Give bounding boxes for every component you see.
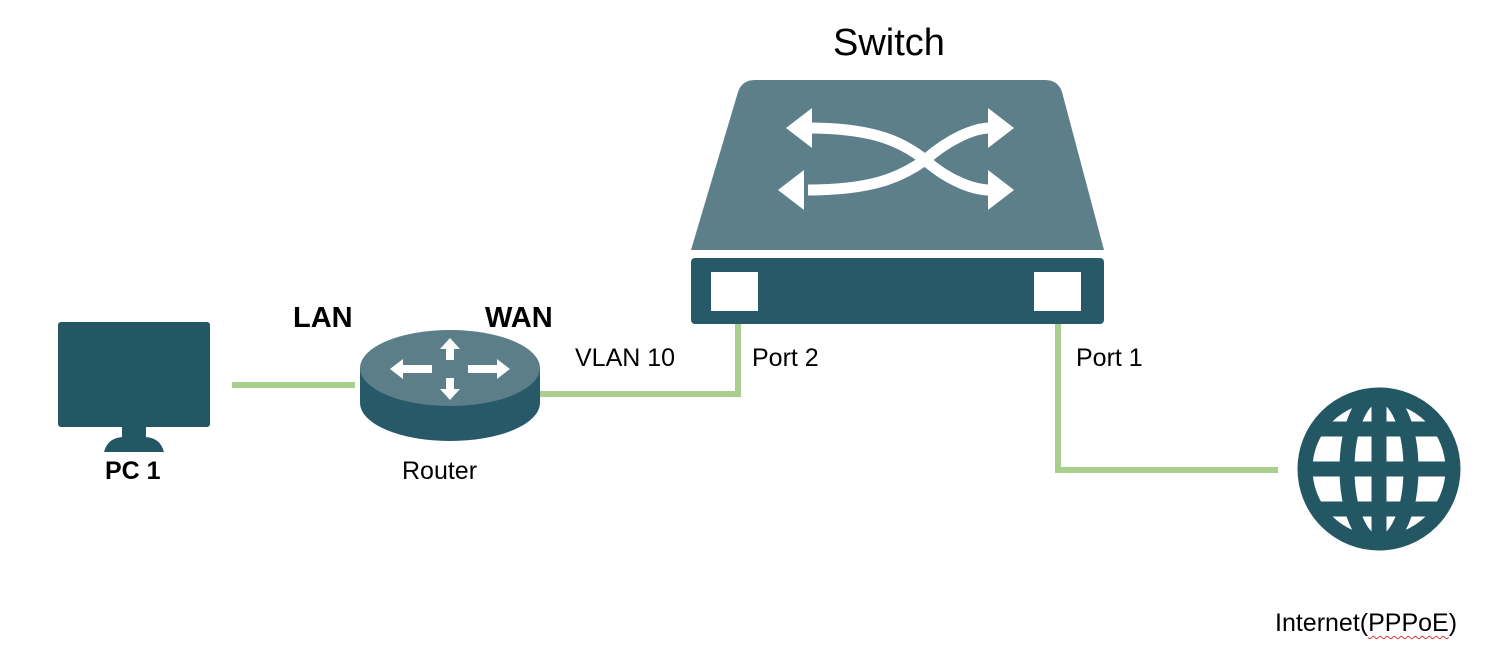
- router-icon: [360, 330, 540, 441]
- internet-suffix: ): [1448, 609, 1458, 637]
- switch-title: Switch: [833, 22, 945, 64]
- switch-port-1: [1034, 272, 1081, 311]
- internet-label: Internet(PPPoE): [1275, 611, 1457, 636]
- lan-label: LAN: [293, 302, 353, 334]
- globe-icon: [1297, 387, 1461, 551]
- cable-switch-port1-internet: [1055, 292, 1278, 473]
- internet-prefix: Internet(: [1275, 609, 1369, 637]
- monitor-icon: [58, 322, 210, 452]
- cables: [232, 292, 1278, 473]
- wan-label: WAN: [485, 302, 553, 334]
- vlan-label: VLAN 10: [575, 344, 676, 372]
- router-label: Router: [402, 457, 478, 485]
- port-2-label: Port 2: [752, 344, 819, 372]
- switch-icon: [691, 80, 1104, 324]
- port-1-label: Port 1: [1076, 344, 1143, 372]
- cable-router-switch-port2: [540, 292, 741, 397]
- pc-label: PC 1: [105, 457, 161, 485]
- switch-port-2: [711, 272, 758, 311]
- internet-pppoe: PPPoE: [1368, 609, 1449, 637]
